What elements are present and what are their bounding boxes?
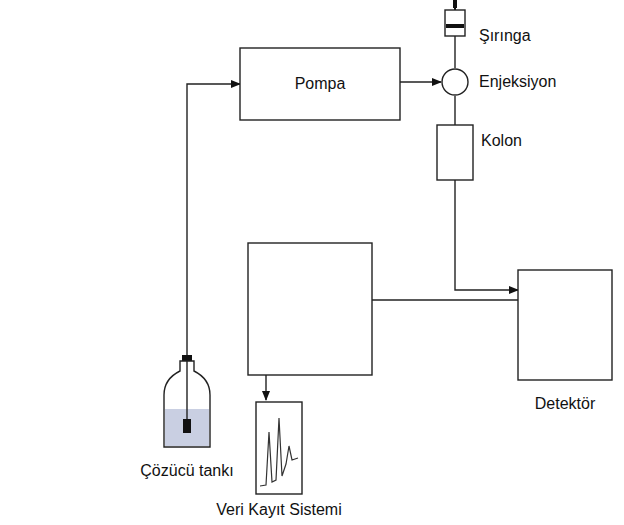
chromatogram-trace <box>260 418 298 486</box>
node-label: Pompa <box>295 74 346 93</box>
solvent-tank: Çözücü tankı <box>164 355 210 447</box>
pump-box: Pompa <box>240 48 400 120</box>
bottle-outline <box>164 361 210 447</box>
output-arrow <box>265 375 266 400</box>
chromatogram: Veri Kayıt Sistemi <box>256 402 302 494</box>
syringe: Şırınga <box>443 0 467 48</box>
box-outline <box>518 270 612 380</box>
bottle-cap <box>182 355 192 361</box>
flow-line <box>455 180 518 290</box>
flow-line <box>454 48 455 68</box>
node-label: Veri Kayıt Sistemi <box>216 500 341 519</box>
syringe-barrel <box>445 10 465 36</box>
data-system-box <box>248 243 372 375</box>
plunger-head <box>446 24 464 28</box>
node-shape <box>256 402 302 494</box>
node-label: Çözücü tankı <box>140 461 233 480</box>
node-shape <box>164 355 210 447</box>
column-box: Kolon <box>437 125 473 180</box>
node-label: Şırınga <box>479 26 531 45</box>
box-outline <box>437 125 473 180</box>
node-shape <box>443 0 467 48</box>
needle <box>454 36 455 48</box>
node-label: Enjeksiyon <box>479 72 556 91</box>
intake-tube <box>186 361 187 427</box>
signal-wire <box>372 299 518 300</box>
flow-line <box>454 96 455 125</box>
flow-line <box>187 84 240 355</box>
detector-box: Detektör <box>518 270 612 380</box>
node-shape <box>437 125 473 180</box>
intake-filter <box>183 419 191 433</box>
box-outline <box>240 48 400 120</box>
node-label: Kolon <box>481 131 522 150</box>
valve-circle <box>442 69 468 95</box>
injection-valve: Enjeksiyon <box>441 68 469 96</box>
flow-line <box>400 81 441 82</box>
node-shape <box>441 68 469 96</box>
chart-frame <box>256 402 302 494</box>
node-shape <box>518 270 612 380</box>
node-label: Detektör <box>535 394 595 413</box>
